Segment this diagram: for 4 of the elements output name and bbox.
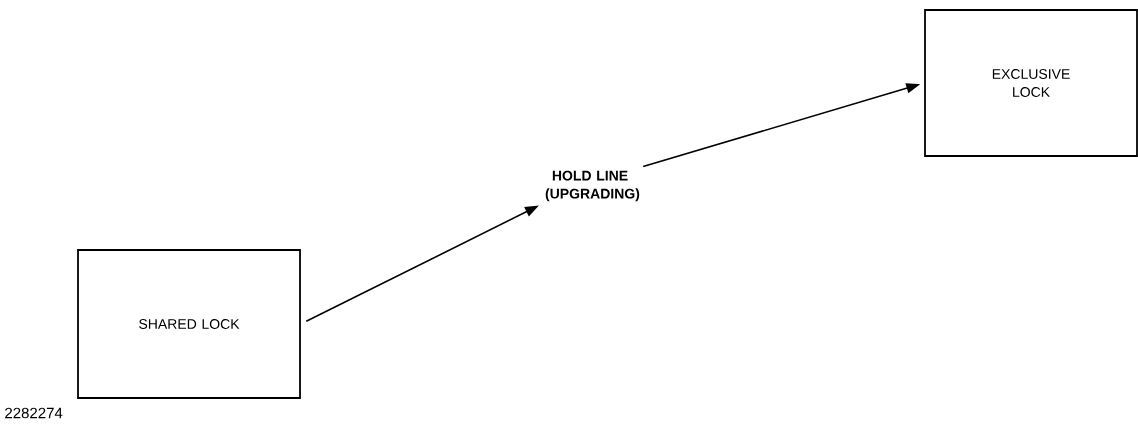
lock-box: EXCLUSIVE LOCK bbox=[924, 9, 1138, 157]
node-text: HOLD LINE (UPGRADING) bbox=[545, 170, 640, 202]
lock-box: SHARED LOCK bbox=[77, 249, 301, 399]
figure-number: 2282274 bbox=[5, 407, 63, 419]
